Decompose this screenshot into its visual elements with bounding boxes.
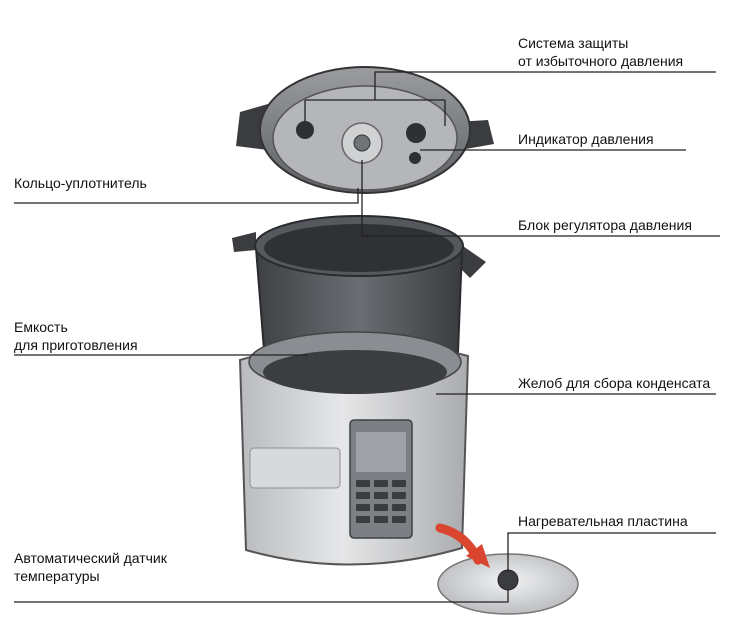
plate-placement-arrowhead — [466, 544, 490, 568]
control-display — [356, 432, 406, 472]
condensate-gutter-channel — [263, 350, 447, 394]
label-condensate-gutter: Желоб для сбора конденсата — [518, 375, 711, 391]
lid — [236, 66, 494, 194]
label-sealing-ring: Кольцо-уплотнитель — [14, 175, 147, 191]
leader-regulator — [361, 160, 720, 237]
label-pressure-regulator-block: Блок регулятора давления — [518, 217, 692, 233]
label-pressure-indicator: Индикатор давления — [518, 131, 654, 147]
pot-left-handle — [232, 232, 256, 252]
label-heating-plate: Нагревательная пластина — [518, 513, 688, 529]
temperature-sensor-knob — [497, 569, 519, 591]
label-pressure-protection-line2: от избыточного давления — [518, 53, 684, 69]
regulator-knob — [353, 134, 371, 152]
label-cooking-container-line2: для приготовления — [14, 337, 138, 353]
front-logo-panel — [249, 447, 341, 489]
leader-temperature-sensor — [14, 590, 509, 603]
label-temperature-sensor-line2: температуры — [14, 568, 100, 584]
label-temperature-sensor-line1: Автоматический датчик — [14, 550, 167, 566]
label-cooking-container-line1: Емкость — [14, 319, 68, 335]
pot-right-handle — [458, 244, 486, 278]
leader-lines — [14, 71, 720, 603]
leader-pressure-protection — [374, 71, 716, 100]
label-pressure-protection-line1: Система защиты — [518, 35, 629, 51]
cooker-body — [238, 331, 470, 566]
leader-sealing-ring — [14, 188, 359, 204]
pressure-valve-right — [406, 123, 426, 143]
leader-heating-plate — [507, 532, 716, 572]
pressure-valve-left — [296, 121, 314, 139]
control-buttons — [356, 480, 406, 523]
pressure-indicator-pin — [409, 152, 421, 164]
pot-inside — [264, 224, 454, 272]
